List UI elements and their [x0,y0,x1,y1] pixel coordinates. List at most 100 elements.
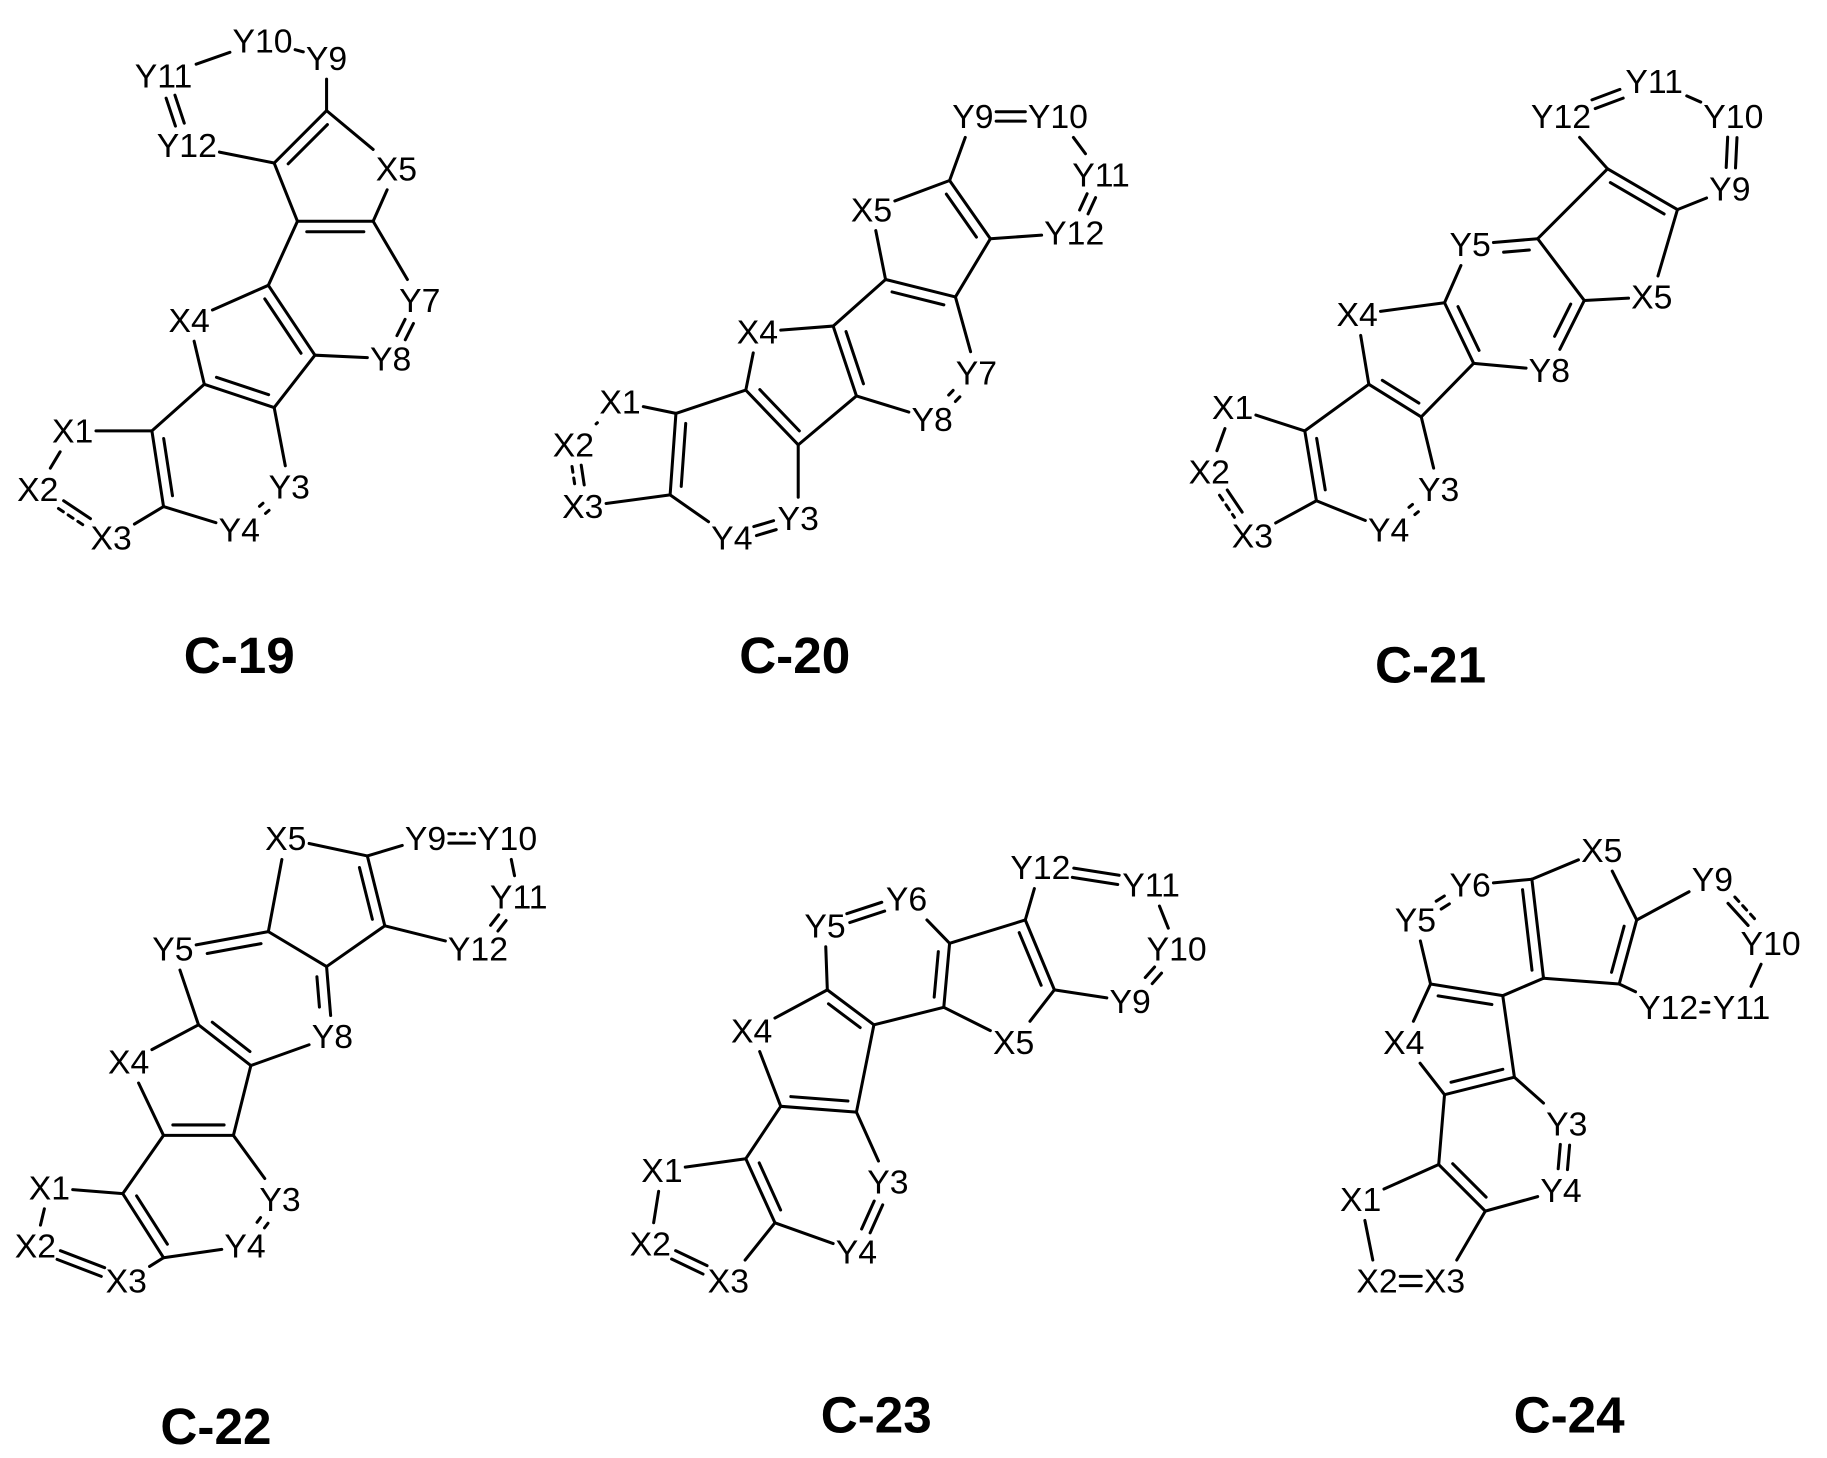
bond-single [274,408,285,466]
atom-label-y12: Y12 [157,127,217,165]
atom-label-x1: X1 [52,413,93,451]
bond-double [196,932,268,954]
bond-double [152,431,173,507]
atom-label-y11: Y11 [1713,989,1771,1027]
bond-double [1305,431,1325,501]
atom-label-y3: Y3 [269,468,310,506]
bond-single [950,137,966,180]
bond-single [1457,1211,1486,1260]
atom-label-y9: Y9 [952,98,993,136]
bond-double [847,902,885,922]
bond-double [1019,920,1054,990]
bond-single [164,1249,222,1257]
bond-single [73,1190,123,1194]
atom-label-y8: Y8 [370,340,411,378]
atom-label-y8: Y8 [911,401,952,439]
atom-label-x4: X4 [731,1012,772,1050]
atom-label-x5: X5 [376,151,417,189]
bond-double [1072,868,1119,884]
bond-single [1361,335,1369,384]
bond-single [1503,996,1515,1078]
bond-double [274,111,327,164]
bond-double [259,503,269,513]
bond-double [781,1097,857,1113]
atom-label-y12: Y12 [1531,98,1591,136]
bond-single [194,341,204,384]
atom-label-y3: Y3 [867,1164,908,1202]
bond-double [491,915,507,931]
bond-single [746,1106,781,1158]
bond-single [676,390,746,413]
atom-label-x2: X2 [1189,453,1230,491]
atom-label-y11: Y11 [1625,63,1683,101]
bond-single [373,221,407,279]
bond-single [927,920,950,943]
atom-label-x5: X5 [851,191,892,229]
atom-label-x5: X5 [993,1024,1034,1062]
bond-partial-double [449,834,475,843]
bond-double [166,95,184,126]
bond-single [1380,303,1444,312]
bond-single [1421,363,1473,417]
atom-label-x4: X4 [1337,296,1378,334]
bond-single [196,52,230,64]
bond-partial-double [572,465,584,486]
bond-double [265,285,315,355]
bond-single [606,495,670,504]
bond-single [745,1223,775,1260]
bond-double [317,967,331,1016]
bond-double [397,319,413,339]
bond-double [1369,380,1421,417]
bond-single [1073,137,1085,153]
bond-single [274,355,315,407]
bond-double [297,221,373,231]
bond-single [826,947,828,990]
bond-single [50,452,60,468]
bond-single [950,920,1026,943]
bond-single [40,1209,44,1225]
bond-single [295,50,303,52]
bond-single [1538,169,1608,239]
atom-label-y11: Y11 [490,878,548,916]
bond-single [654,1191,659,1222]
bond-single [670,495,708,522]
atom-label-y5: Y5 [804,907,845,945]
bond-single [1658,210,1677,276]
bond-double [198,1022,250,1065]
caption-c19: C-19 [184,627,295,684]
bond-single [643,407,676,414]
bond-single [1316,501,1365,521]
bond-single [385,926,446,941]
atom-label-x1: X1 [599,383,640,421]
caption-c24: C-24 [1514,1386,1626,1443]
bond-single [1619,984,1635,992]
bond-single [309,843,367,855]
atom-label-y4: Y4 [1540,1172,1581,1210]
atom-label-y7: Y7 [399,282,440,320]
atom-label-x3: X3 [1232,517,1273,555]
atom-label-y4: Y4 [224,1228,265,1266]
bond-single [1503,978,1544,995]
atom-label-y5: Y5 [1449,226,1490,264]
atom-label-y9: Y9 [1692,861,1733,899]
atom-label-y11: Y11 [135,57,193,95]
bond-single [139,1083,164,1135]
bond-single [1445,266,1461,303]
atom-label-y9: Y9 [1709,170,1750,208]
atom-label-y5: Y5 [152,931,193,969]
bond-single [1420,1063,1444,1094]
bond-single [746,353,753,390]
bond-double [886,279,956,304]
bond-single [233,1135,264,1178]
atom-label-y12: Y12 [1638,989,1698,1027]
bond-double [1080,194,1096,214]
atom-label-x3: X3 [562,488,603,526]
atom-label-y3: Y3 [259,1181,300,1219]
structure-c-20: Y9Y10Y11Y12X5Y7Y8X4X1X2X3Y4Y3 [553,98,1130,558]
bond-single [798,396,856,445]
bond-single [152,1025,199,1050]
bond-single [1256,415,1305,431]
bond-double [1558,1144,1569,1169]
atom-label-y12: Y12 [1044,215,1104,253]
atom-label-y6: Y6 [886,881,927,919]
